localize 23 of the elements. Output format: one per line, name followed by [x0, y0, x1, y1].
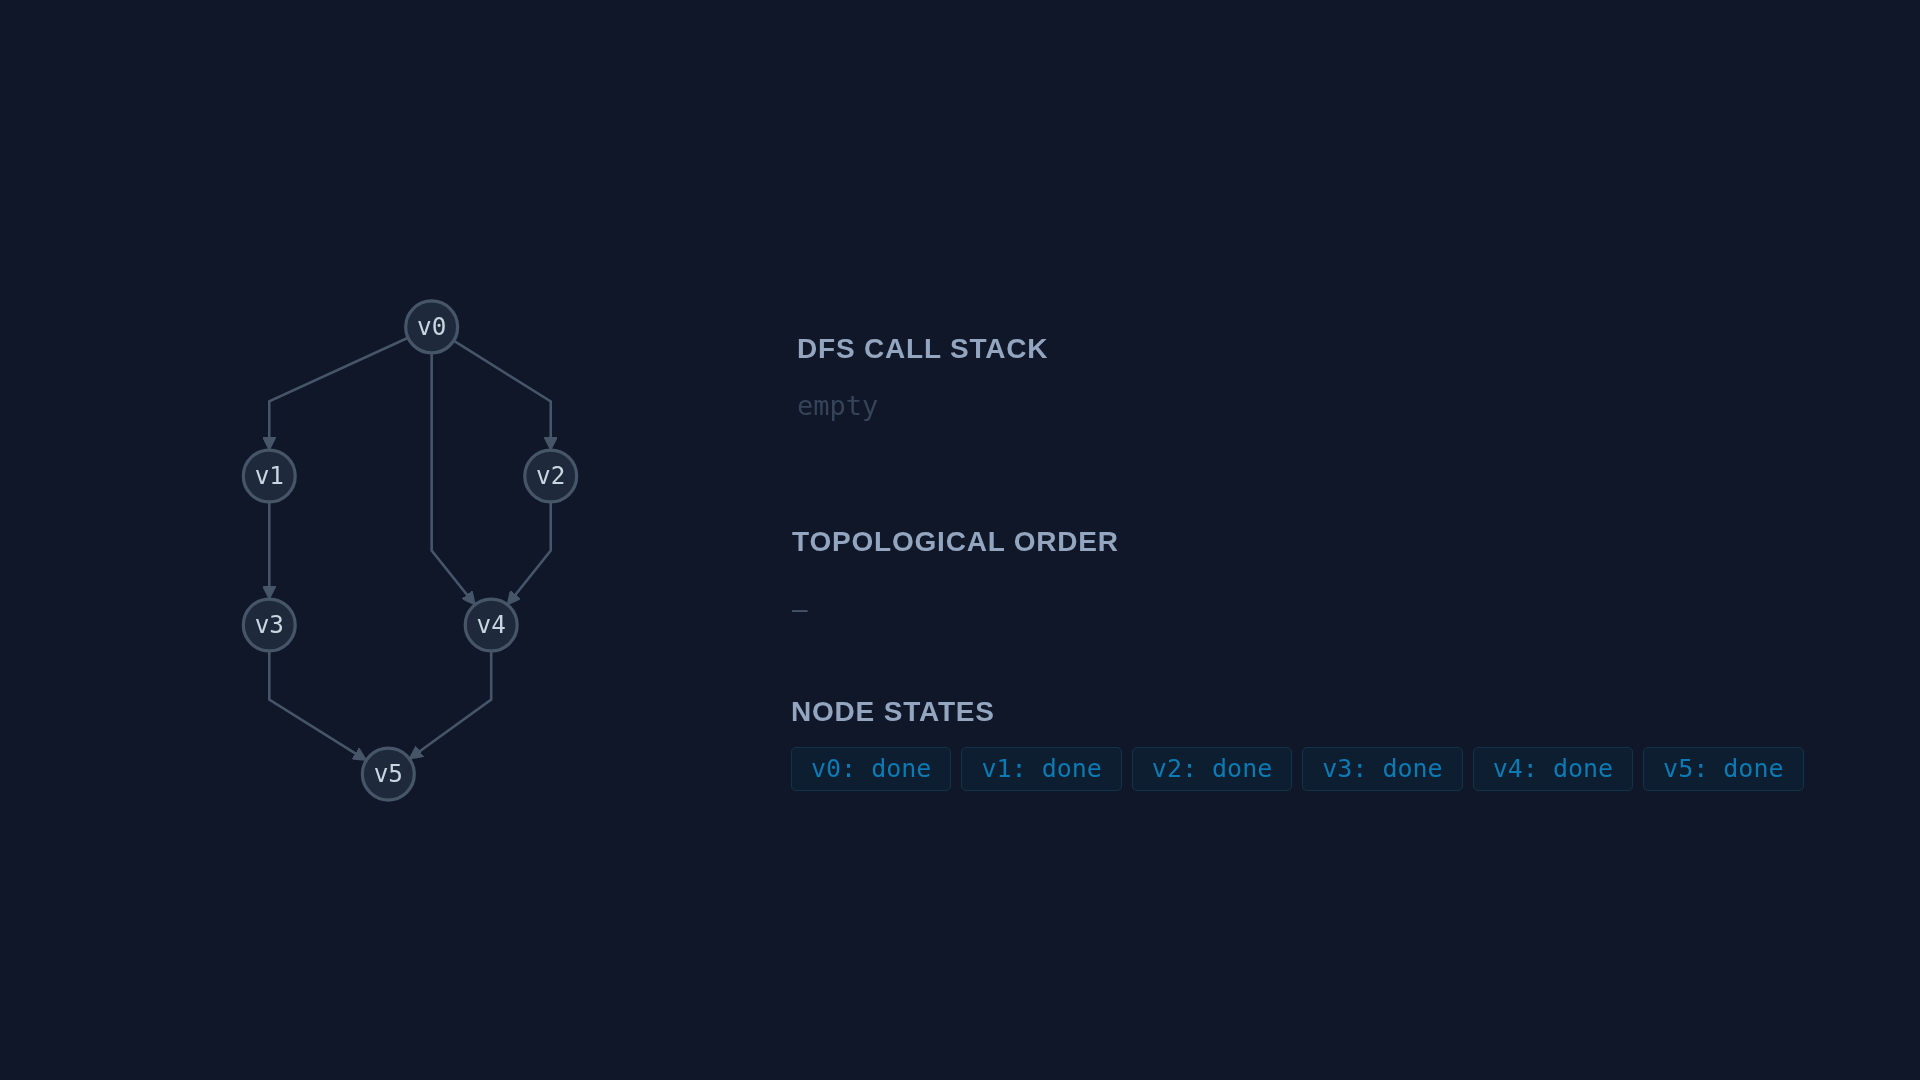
- state-tag: v1: done: [961, 747, 1122, 791]
- node-circle: v4: [463, 597, 519, 653]
- placeholder-dash: —: [792, 596, 808, 622]
- arrow: [430, 352, 476, 606]
- state-tag: v4: done: [1472, 747, 1634, 791]
- node-circle: v3: [241, 597, 297, 653]
- arrow: [408, 651, 493, 760]
- node-circle: v5: [360, 746, 416, 802]
- arrow: [453, 339, 558, 451]
- node-circle: v2: [523, 448, 579, 504]
- arrow: [268, 651, 367, 761]
- arrow: [262, 501, 277, 600]
- arrow: [262, 336, 409, 451]
- state-tag: v0: done: [791, 747, 952, 791]
- state-tag: v2: done: [1131, 747, 1293, 791]
- node-circle: v1: [241, 448, 297, 504]
- arrow: [506, 501, 552, 606]
- section-heading: NODE STATES: [791, 698, 995, 726]
- section-heading: TOPOLOGICAL ORDER: [792, 528, 1119, 556]
- state-tag: v3: done: [1302, 747, 1463, 791]
- node-circle: v0: [404, 299, 460, 355]
- section-heading: DFS CALL STACK: [797, 335, 1049, 363]
- state-tag: v5: done: [1643, 747, 1804, 791]
